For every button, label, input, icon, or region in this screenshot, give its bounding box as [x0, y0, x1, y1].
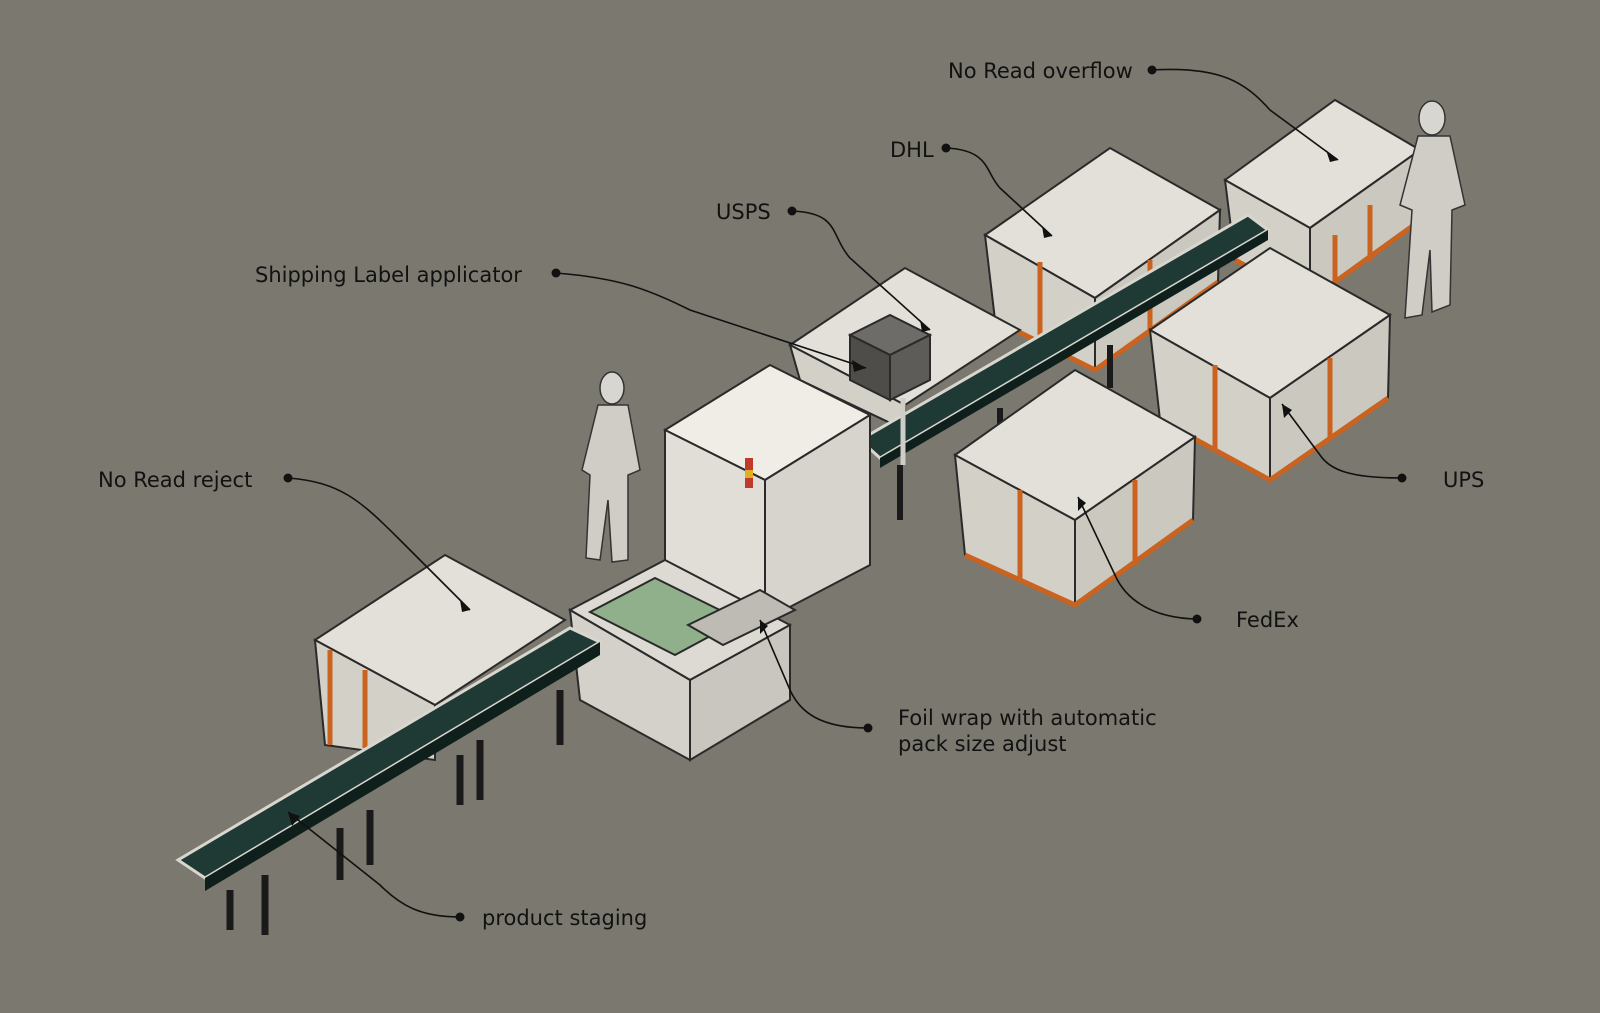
label-no-read-reject: No Read reject [98, 468, 253, 492]
label-no-read-overflow: No Read overflow [948, 59, 1133, 83]
leader-lines [287, 68, 1403, 918]
shipping-label-applicator [847, 313, 933, 465]
infeed-conveyor [175, 626, 604, 935]
bin-ups [1148, 246, 1392, 483]
leader-no-read-reject [287, 477, 471, 611]
operator-figure-left [581, 371, 641, 563]
leader-ups [1281, 403, 1403, 479]
leader-foil-wrap [759, 619, 869, 729]
label-fedex: FedEx [1236, 608, 1299, 632]
label-ups: UPS [1443, 468, 1485, 492]
label-foil-wrap: Foil wrap with automatic pack size adjus… [898, 706, 1157, 756]
leader-fedex [1077, 496, 1198, 620]
sorting-conveyor [857, 213, 1271, 520]
leader-usps [791, 210, 931, 331]
label-dhl: DHL [890, 138, 934, 162]
leader-arrowheads [288, 150, 1338, 826]
operator-figure-right [1399, 100, 1466, 319]
label-usps: USPS [716, 200, 771, 224]
leader-no-read-overflow [1151, 68, 1339, 161]
foil-wrap-machine [567, 363, 873, 762]
leader-shipping-label [555, 272, 867, 369]
label-product-staging: product staging [482, 906, 648, 930]
leader-product-staging [287, 811, 461, 918]
leader-dhl [945, 147, 1053, 237]
bin-fedex [953, 368, 1197, 608]
label-shipping-label-applicator: Shipping Label applicator [255, 263, 522, 287]
leader-dots [283, 65, 1407, 922]
